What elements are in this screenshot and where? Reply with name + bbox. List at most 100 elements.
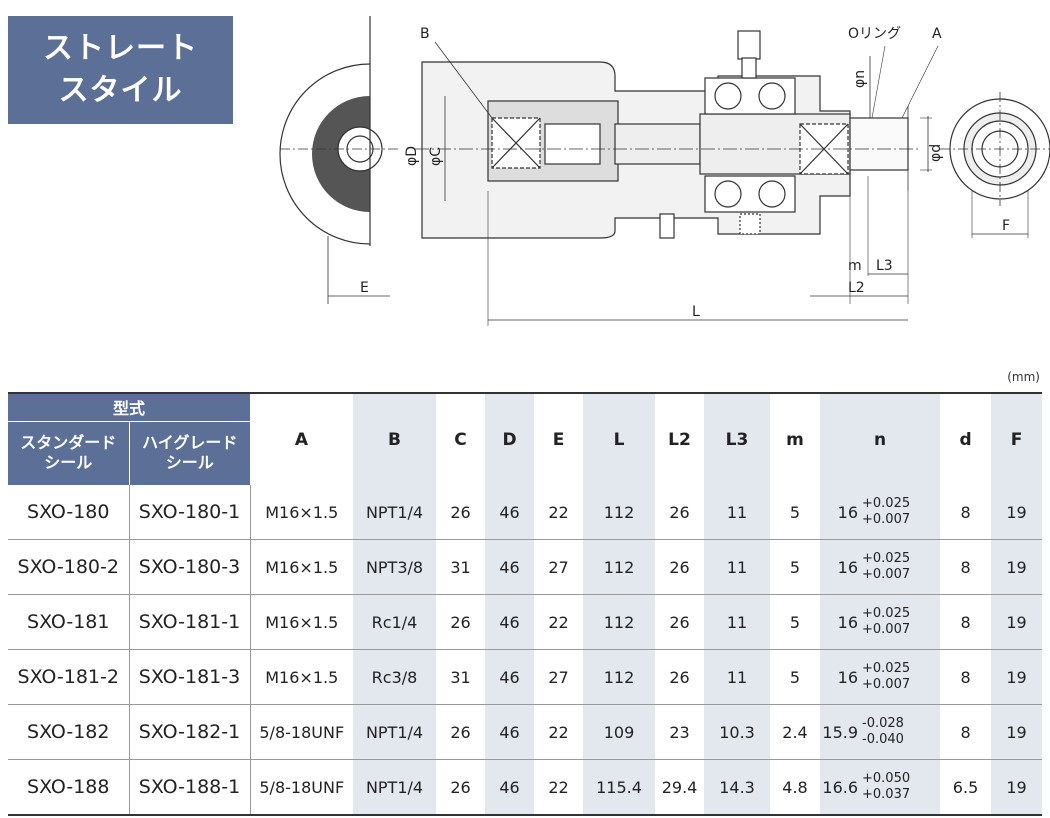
standard-model: SXO-181-2 [8, 649, 130, 705]
style-title-line2: スタイル [58, 73, 183, 108]
cell-L3: 11 [704, 649, 771, 705]
high-grade-model: SXO-188-1 [129, 759, 251, 816]
cell-L2: 23 [655, 704, 705, 760]
cell-n-tolerance: +0.050+0.037 [860, 759, 941, 816]
cell-A: M16×1.5 [250, 539, 354, 595]
label-A: A [932, 26, 942, 42]
n-tolerance-upper: +0.025 [862, 661, 911, 676]
cell-L3: 11 [704, 539, 771, 595]
drain-plug [739, 213, 761, 235]
n-tolerance-upper: +0.050 [862, 771, 911, 786]
header-L3: L3 [704, 392, 771, 485]
grease-nipple [737, 30, 761, 60]
cell-E: 27 [534, 649, 584, 705]
cell-L3: 11 [704, 594, 771, 650]
cell-n-tolerance: +0.025+0.007 [860, 539, 941, 595]
style-title-box: ストレート スタイル [8, 16, 233, 124]
cell-m: 5 [770, 485, 821, 540]
header-F: F [991, 392, 1043, 485]
cell-F: 19 [991, 539, 1043, 595]
cell-m: 5 [770, 539, 821, 595]
standard-model: SXO-181 [8, 594, 130, 650]
n-tolerance-lower: -0.040 [862, 732, 904, 747]
cell-n-tolerance: +0.025+0.007 [860, 594, 941, 650]
cell-D: 46 [485, 539, 535, 595]
cell-L: 112 [583, 649, 656, 705]
header-L: L [583, 392, 656, 485]
cell-L2: 29.4 [655, 759, 705, 816]
cell-d: 8 [940, 649, 992, 705]
cell-B: NPT3/8 [353, 539, 437, 595]
style-title-line1: ストレート [43, 31, 198, 66]
n-tolerance-lower: +0.007 [862, 622, 911, 637]
cell-L: 109 [583, 704, 656, 760]
cell-n: 16 [820, 539, 861, 595]
cell-B: NPT1/4 [353, 759, 437, 816]
cell-B: Rc3/8 [353, 649, 437, 705]
cell-n: 16 [820, 485, 861, 540]
standard-model: SXO-182 [8, 704, 130, 760]
cell-E: 27 [534, 539, 584, 595]
cell-n-tolerance: +0.025+0.007 [860, 485, 941, 540]
n-tolerance-lower: +0.007 [862, 512, 911, 527]
cell-L3: 11 [704, 485, 771, 540]
cell-m: 2.4 [770, 704, 821, 760]
cell-m: 5 [770, 649, 821, 705]
specification-table: 型式 A B C D E L L2 L3 m n d F スタンダード シール … [8, 392, 1043, 816]
header-D: D [485, 392, 535, 485]
n-tolerance-upper: +0.025 [862, 551, 911, 566]
high-grade-model: SXO-181-1 [129, 594, 251, 650]
n-tolerance-lower: +0.007 [862, 677, 911, 692]
label-B: B [420, 26, 430, 42]
cell-E: 22 [534, 759, 584, 816]
cell-d: 6.5 [940, 759, 992, 816]
cell-F: 19 [991, 594, 1043, 650]
label-o-ring: Oリング [848, 26, 901, 42]
high-grade-model: SXO-181-3 [129, 649, 251, 705]
cell-A: 5/8-18UNF [250, 704, 354, 760]
cell-C: 31 [436, 649, 486, 705]
cell-B: Rc1/4 [353, 594, 437, 650]
label-phiD: φD [404, 146, 420, 166]
cell-L2: 26 [655, 649, 705, 705]
cell-A: M16×1.5 [250, 485, 354, 540]
header-A: A [250, 392, 354, 485]
cell-L2: 26 [655, 485, 705, 540]
cell-D: 46 [485, 704, 535, 760]
cell-d: 8 [940, 704, 992, 760]
cell-L: 112 [583, 485, 656, 540]
label-L2: L2 [848, 280, 865, 296]
high-grade-model: SXO-182-1 [129, 704, 251, 760]
header-B: B [353, 392, 437, 485]
cell-d: 8 [940, 539, 992, 595]
cell-m: 4.8 [770, 759, 821, 816]
header-d: d [940, 392, 992, 485]
standard-model: SXO-180 [8, 485, 130, 540]
cell-A: M16×1.5 [250, 594, 354, 650]
cell-n-tolerance: +0.025+0.007 [860, 649, 941, 705]
left-view-outer-arc [279, 63, 371, 245]
cell-D: 46 [485, 759, 535, 816]
cell-L: 115.4 [583, 759, 656, 816]
label-phid: φd [928, 144, 944, 162]
cell-F: 19 [991, 704, 1043, 760]
cell-E: 22 [534, 594, 584, 650]
header-model-group: 型式 [8, 392, 251, 421]
n-tolerance-lower: +0.037 [862, 787, 911, 802]
cell-n: 16.6 [820, 759, 861, 816]
standard-model: SXO-188 [8, 759, 130, 816]
cell-D: 46 [485, 485, 535, 540]
cell-C: 31 [436, 539, 486, 595]
cell-L3: 14.3 [704, 759, 771, 816]
high-grade-model: SXO-180-1 [129, 485, 251, 540]
unit-note: (mm) [1007, 370, 1040, 384]
bearing-upper [704, 77, 796, 115]
cell-B: NPT1/4 [353, 704, 437, 760]
cell-L: 112 [583, 539, 656, 595]
cell-C: 26 [436, 594, 486, 650]
cell-n: 16 [820, 649, 861, 705]
